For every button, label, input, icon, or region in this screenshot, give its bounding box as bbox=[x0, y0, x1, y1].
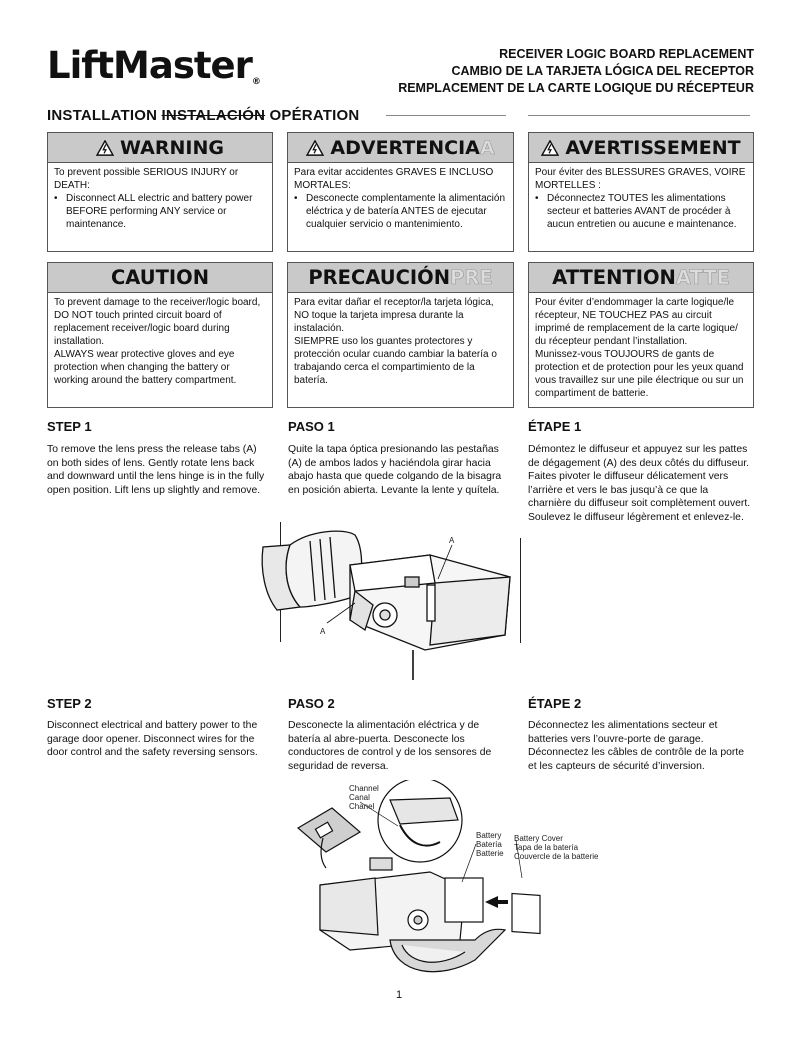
warning-intro: Para evitar accidentes GRAVES E INCLUSO … bbox=[294, 167, 494, 191]
step1-text-spanish: Quite la tapa óptica presionando las pes… bbox=[288, 444, 502, 496]
warning-bullet: •Disconnect ALL electric and battery pow… bbox=[54, 193, 253, 230]
channel-labels: Channel Canal Chanel bbox=[349, 784, 379, 811]
battery-cover-labels: Battery Cover Tapa de la batería Couverc… bbox=[514, 834, 599, 861]
step2-text-spanish: Desconecte la alimentación eléctrica y d… bbox=[288, 720, 492, 772]
caution-paragraph: Munissez-vous TOUJOURS de gants de prote… bbox=[535, 349, 744, 399]
caution-paragraph: SIEMPRE uso los guantes protectores y pr… bbox=[294, 336, 497, 386]
liftmaster-logo: LiftMaster® bbox=[47, 44, 261, 87]
divider-line bbox=[386, 115, 506, 116]
step2-text-french: Déconnectez les alimentations secteur et… bbox=[528, 720, 745, 772]
step2-heading-english: STEP 2 bbox=[47, 696, 92, 711]
installation-heading: INSTALLATION INSTALACIÓN OPÉRATION bbox=[47, 107, 360, 124]
step2-heading-french: ÉTAPE 2 bbox=[528, 696, 582, 711]
title-spanish: CAMBIO DE LA TARJETA LÓGICA DEL RECEPTOR bbox=[451, 64, 754, 78]
warning-intro: Pour éviter des BLESSURES GRAVES, VOIRE … bbox=[535, 167, 746, 191]
caution-header: CAUTION bbox=[48, 263, 272, 293]
document-titles: RECEIVER LOGIC BOARD REPLACEMENT CAMBIO … bbox=[398, 46, 754, 97]
hazard-triangle-icon bbox=[96, 139, 115, 156]
step1-heading-french: ÉTAPE 1 bbox=[528, 419, 582, 434]
figure-divider bbox=[520, 538, 521, 643]
step2-text-english: Disconnect electrical and battery power … bbox=[47, 720, 258, 759]
caution-paragraph: ALWAYS wear protective gloves and eye pr… bbox=[54, 349, 237, 386]
step1-heading-english: STEP 1 bbox=[47, 419, 92, 434]
warning-bullet: •Déconnectez TOUTES les alimentations se… bbox=[535, 193, 737, 230]
warning-box-french: AVERTISSEMENT Pour éviter des BLESSURES … bbox=[528, 132, 754, 252]
page-number: 1 bbox=[396, 989, 403, 1001]
label-a-bottom: A bbox=[320, 627, 326, 636]
step2-heading-spanish: PASO 2 bbox=[288, 696, 335, 711]
divider-line bbox=[528, 115, 750, 116]
warning-intro: To prevent possible SERIOUS INJURY or DE… bbox=[54, 167, 239, 191]
step1-text-english: To remove the lens press the release tab… bbox=[47, 444, 265, 496]
caution-paragraph: Para evitar dañar el receptor/la tarjeta… bbox=[294, 297, 494, 334]
warning-header: WARNING bbox=[48, 133, 272, 163]
hazard-triangle-icon bbox=[306, 139, 325, 156]
caution-paragraph: Pour éviter d’endommager la carte logiqu… bbox=[535, 297, 738, 347]
title-english: RECEIVER LOGIC BOARD REPLACEMENT bbox=[499, 47, 754, 61]
lens-removal-illustration bbox=[261, 530, 511, 680]
step1-heading-spanish: PASO 1 bbox=[288, 419, 335, 434]
warning-header: AVERTISSEMENT bbox=[529, 133, 753, 163]
step1-text-french: Démontez le diffuseur et appuyez sur les… bbox=[528, 444, 751, 523]
battery-labels: Battery Batería Batterie bbox=[476, 831, 504, 858]
battery-removal-illustration bbox=[296, 780, 541, 973]
caution-paragraph: To prevent damage to the receiver/logic … bbox=[54, 297, 261, 347]
warning-box-english: WARNING To prevent possible SERIOUS INJU… bbox=[47, 132, 273, 252]
title-french: REMPLACEMENT DE LA CARTE LOGIQUE DU RÉCE… bbox=[398, 81, 754, 95]
warning-bullet: •Desconecte complentamente la alimentaci… bbox=[294, 193, 505, 230]
caution-box-english: CAUTION To prevent damage to the receive… bbox=[47, 262, 273, 408]
hazard-triangle-icon bbox=[541, 139, 560, 156]
label-a-top: A bbox=[449, 536, 455, 545]
